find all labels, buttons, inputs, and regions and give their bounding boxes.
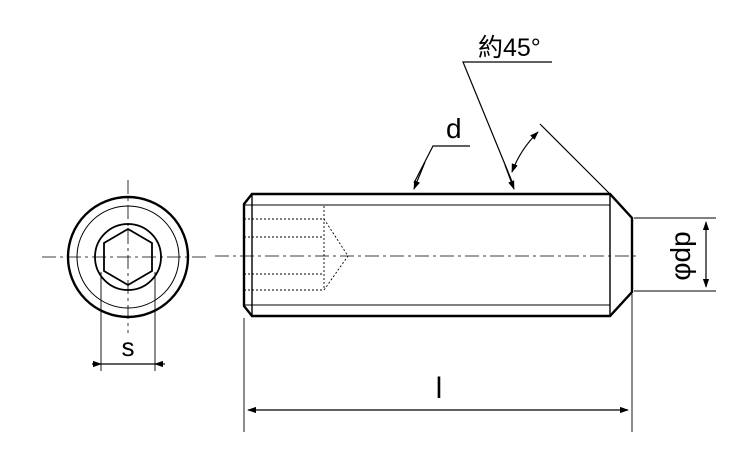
angle-note-leader xyxy=(462,61,552,185)
side-view xyxy=(215,61,716,432)
hidden-socket-lines xyxy=(244,206,349,291)
thread-root-circle xyxy=(76,205,180,309)
hex-socket xyxy=(103,227,153,287)
socket-circle xyxy=(94,223,162,291)
length-label: l xyxy=(436,372,443,405)
d-leader-line xyxy=(413,145,470,184)
thread-outer-circle xyxy=(66,195,190,319)
hex-socket-size-label: s xyxy=(122,332,135,362)
d-leader-arrow xyxy=(413,161,426,190)
angle-note-leader-arrow xyxy=(504,164,515,190)
point-diameter-label: φdp xyxy=(665,231,696,280)
screw-body-outline xyxy=(242,192,634,318)
thread-diameter-label: d xyxy=(446,113,462,144)
angle-arc xyxy=(511,131,539,173)
end-view xyxy=(42,180,210,371)
angle-reference-line xyxy=(539,123,613,197)
angle-note-label: 約45° xyxy=(478,34,541,62)
